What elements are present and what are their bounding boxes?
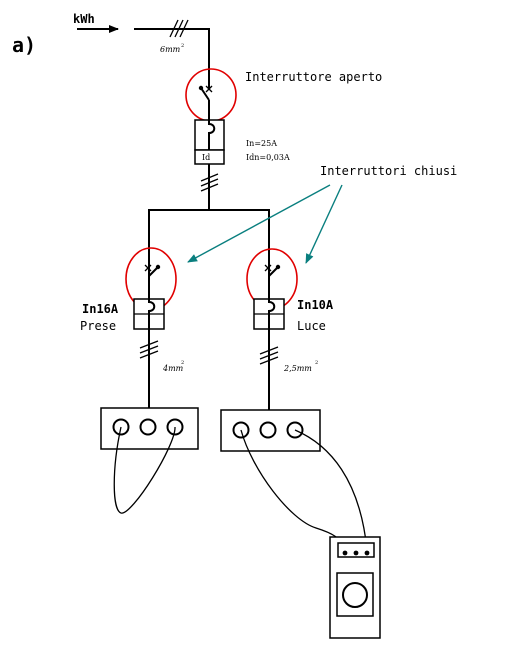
right-cable-sup: 2	[315, 360, 318, 366]
right-cable-label: 2,5mm	[283, 364, 312, 373]
main-breaker-in: In=25A	[246, 139, 277, 148]
supply-line	[134, 28, 210, 88]
panel-label: a)	[12, 33, 36, 57]
right-breaker	[253, 298, 285, 330]
feed-cable-ticks	[200, 173, 219, 192]
left-socket-box	[100, 407, 199, 450]
annot-closed-label: Interruttori chiusi	[320, 164, 457, 178]
main-cable-sup: 2	[181, 43, 184, 49]
right-socket-hole-3	[286, 421, 304, 439]
left-cable-sup: 2	[181, 360, 184, 366]
left-socket-hole-1	[112, 418, 130, 436]
left-branch-rating: In16A	[82, 302, 119, 316]
main-cable-ticks	[169, 19, 189, 38]
main-breaker	[194, 119, 225, 165]
left-switch-closed	[144, 257, 161, 299]
arrow-to-left-switch	[187, 184, 331, 263]
right-branch-rating: In10A	[297, 298, 334, 312]
right-socket-hole-1	[232, 421, 250, 439]
left-socket-hole-3	[166, 418, 184, 436]
main-breaker-id: Id	[202, 153, 210, 162]
arrow-to-right-switch	[305, 184, 343, 264]
left-branch-name: Prese	[80, 319, 116, 333]
right-test-lead-2	[294, 429, 368, 551]
right-switch-closed	[264, 257, 281, 299]
left-breaker	[133, 298, 165, 330]
right-cable-ticks	[259, 346, 279, 365]
right-socket-box	[220, 409, 321, 452]
left-test-lead	[113, 426, 176, 514]
meter-label: kWh	[73, 12, 95, 26]
highlight-circle-main	[185, 68, 237, 122]
annot-open-label: Interruttore aperto	[245, 70, 382, 84]
tester-device	[329, 536, 381, 639]
busbar	[148, 209, 270, 257]
left-cable-ticks	[139, 340, 159, 359]
right-socket-hole-2	[259, 421, 277, 439]
main-switch-open	[198, 85, 213, 120]
left-socket-hole-2	[139, 418, 157, 436]
main-breaker-idn: Idn=0,03A	[246, 153, 290, 162]
main-cable-label: 6mm	[160, 45, 181, 54]
right-branch-name: Luce	[297, 319, 326, 333]
left-cable-label: 4mm	[162, 364, 184, 373]
